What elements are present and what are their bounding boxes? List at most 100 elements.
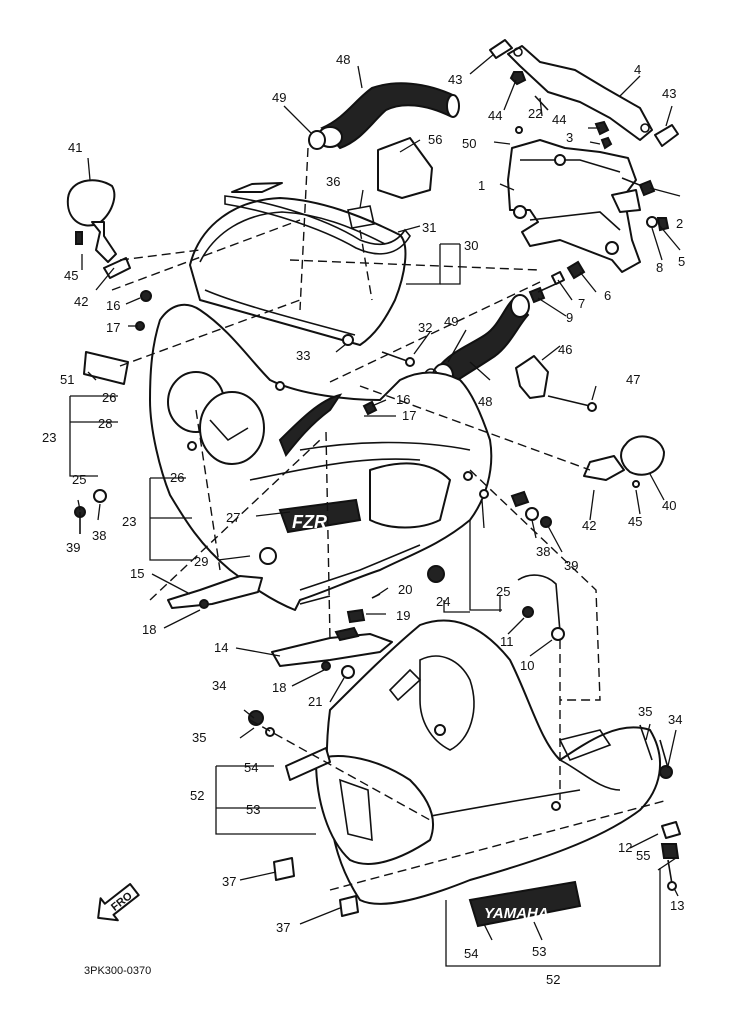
right-hardware	[639, 724, 681, 891]
bracket-46	[515, 355, 549, 399]
clip-37	[273, 857, 295, 881]
callout-40: 40	[662, 498, 676, 513]
callout-20: 20	[398, 582, 412, 597]
callout-39: 39	[66, 540, 80, 555]
front-direction-badge: FRO	[97, 883, 140, 922]
callout-54-b: 54	[464, 946, 478, 961]
callout-16-b: 16	[396, 392, 410, 407]
callout-50: 50	[462, 136, 476, 151]
bracket-hardware	[509, 71, 670, 304]
callout-10: 10	[520, 658, 534, 673]
callout-25: 25	[72, 472, 86, 487]
windscreen	[189, 182, 407, 346]
drawing-code: 3PK300-0370	[84, 965, 151, 977]
callout-6: 6	[604, 288, 611, 303]
bolt-47	[547, 395, 591, 407]
mirror-right	[583, 435, 665, 488]
callout-55: 55	[636, 848, 650, 863]
callout-48-b: 48	[478, 394, 492, 409]
callout-31: 31	[422, 220, 436, 235]
callout-25-b: 25	[496, 584, 510, 599]
callout-29: 29	[194, 554, 208, 569]
inner-panel-15	[167, 575, 263, 609]
callout-45-b: 45	[628, 514, 642, 529]
callout-53-b: 53	[532, 944, 546, 959]
plate-36	[347, 205, 375, 229]
lower-cowl: YAMAHA	[315, 619, 662, 928]
callout-2: 2	[676, 216, 683, 231]
callout-37-b: 37	[276, 920, 290, 935]
callout-23-b: 23	[122, 514, 136, 529]
callout-17: 17	[106, 320, 120, 335]
callout-8: 8	[656, 260, 663, 275]
callout-42-b: 42	[582, 518, 596, 533]
callout-37: 37	[222, 874, 236, 889]
callout-33: 33	[296, 348, 310, 363]
screen-trim	[224, 195, 411, 255]
air-duct-upper	[308, 82, 460, 150]
callout-28: 28	[98, 416, 112, 431]
callout-18-b: 18	[272, 680, 286, 695]
callout-4: 4	[634, 62, 641, 77]
callout-44: 44	[488, 108, 502, 123]
seal-54	[285, 747, 331, 781]
callout-34: 34	[212, 678, 226, 693]
callout-47: 47	[626, 372, 640, 387]
yamaha-decal-text: YAMAHA	[484, 905, 549, 922]
callout-26: 26	[102, 390, 116, 405]
leader-lines	[69, 53, 681, 967]
callout-19: 19	[396, 608, 410, 623]
callout-49: 49	[272, 90, 286, 105]
callout-45: 45	[64, 268, 78, 283]
callout-53: 53	[246, 802, 260, 817]
callout-12: 12	[618, 840, 632, 855]
callout-18: 18	[142, 622, 156, 637]
callout-43: 43	[448, 72, 462, 87]
callout-44-b: 44	[552, 112, 566, 127]
callout-9: 9	[566, 310, 573, 325]
callout-26-b: 26	[170, 470, 184, 485]
mirror-left	[66, 179, 131, 279]
callout-3: 3	[566, 130, 573, 145]
callout-35-b: 35	[638, 704, 652, 719]
callout-52-b: 52	[546, 972, 560, 987]
upper-cowl: FZR	[149, 303, 493, 611]
callout-38: 38	[92, 528, 106, 543]
fzr-decal-text: FZR	[292, 512, 327, 532]
callout-21: 21	[308, 694, 322, 709]
callout-27: 27	[226, 510, 240, 525]
callout-36: 36	[326, 174, 340, 189]
callout-30: 30	[464, 238, 478, 253]
callout-46: 46	[558, 342, 572, 357]
callout-11: 11	[500, 634, 514, 649]
callout-5: 5	[678, 254, 685, 269]
callout-56: 56	[428, 132, 442, 147]
callout-32: 32	[418, 320, 432, 335]
assembly-lines	[111, 147, 669, 891]
callout-54: 54	[244, 760, 258, 775]
stay-10	[517, 574, 561, 633]
callout-39-b: 39	[564, 558, 578, 573]
callout-15: 15	[130, 566, 144, 581]
mirror-bracket	[489, 39, 679, 147]
bracket-56	[377, 137, 433, 199]
callout-17-b: 17	[402, 408, 416, 423]
callout-23: 23	[42, 430, 56, 445]
callout-38-b: 38	[536, 544, 550, 559]
callout-labels: 1 2 3 4 5 6 7 8 9 10 11 12 13 14 15 16 1…	[42, 52, 685, 987]
callout-51: 51	[60, 372, 74, 387]
callout-14: 14	[214, 640, 228, 655]
callout-43-b: 43	[662, 86, 676, 101]
callout-22: 22	[528, 106, 542, 121]
inner-panel-14	[271, 633, 393, 667]
left-hardware	[74, 290, 552, 737]
callout-13: 13	[670, 898, 684, 913]
cowling-stay	[507, 139, 641, 273]
callout-35: 35	[192, 730, 206, 745]
callout-24: 24	[436, 594, 450, 609]
callout-42: 42	[74, 294, 88, 309]
callout-49-b: 49	[444, 314, 458, 329]
callout-1: 1	[478, 178, 485, 193]
callout-7: 7	[578, 296, 585, 311]
